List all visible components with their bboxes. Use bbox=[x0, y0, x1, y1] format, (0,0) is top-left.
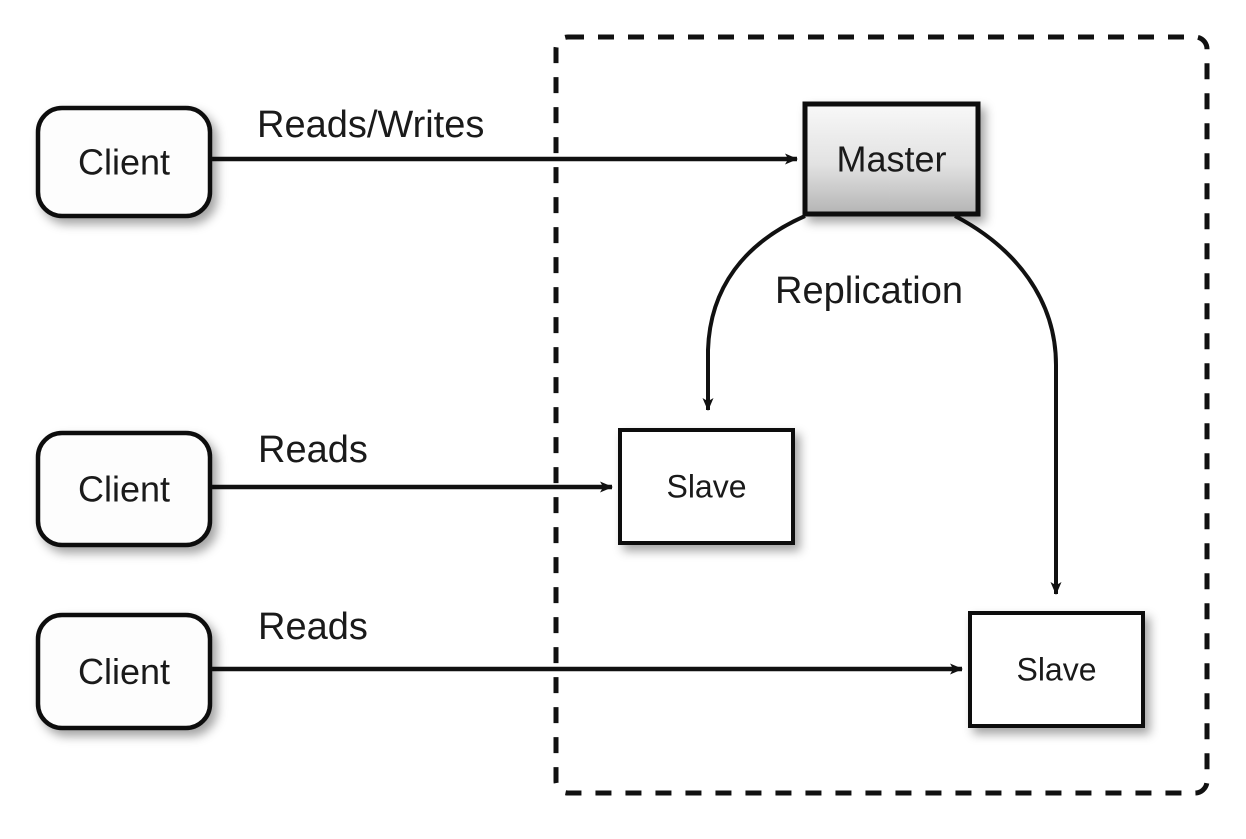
edge-label-edge-client2-slave1: Reads bbox=[258, 429, 368, 471]
edge-label-edge-client3-slave2: Reads bbox=[258, 606, 368, 648]
node-client-3[interactable]: Client bbox=[35, 612, 213, 731]
edge-label-edge-master-slave1: Replication bbox=[775, 270, 963, 312]
client-label: Client bbox=[78, 651, 170, 692]
slave-label: Slave bbox=[666, 469, 746, 505]
client-box[interactable] bbox=[35, 612, 213, 731]
client-label: Client bbox=[78, 469, 170, 510]
edge-master-to-slave-2 bbox=[954, 214, 1062, 595]
edge-master-to-slave-1 bbox=[702, 214, 806, 411]
cluster-boundary-rect bbox=[553, 34, 1210, 796]
slave-box[interactable] bbox=[968, 611, 1145, 728]
node-slave-2[interactable]: Slave bbox=[968, 611, 1145, 728]
edge-label-edge-client1-master: Reads/Writes bbox=[257, 104, 484, 146]
slave-box[interactable] bbox=[618, 428, 795, 545]
node-slave-1[interactable]: Slave bbox=[618, 428, 795, 545]
master-label: Master bbox=[836, 139, 946, 180]
node-master[interactable]: Master bbox=[802, 101, 981, 217]
slave-label: Slave bbox=[1016, 652, 1096, 688]
node-client-1[interactable]: Client bbox=[35, 105, 213, 219]
client-label: Client bbox=[78, 142, 170, 183]
client-box[interactable] bbox=[35, 105, 213, 219]
edge-line bbox=[954, 214, 1062, 595]
master-box[interactable] bbox=[802, 101, 981, 217]
replication-cluster-boundary bbox=[553, 34, 1210, 796]
node-client-2[interactable]: Client bbox=[35, 430, 213, 548]
client-box[interactable] bbox=[35, 430, 213, 548]
edges-layer bbox=[210, 153, 1062, 675]
edge-line bbox=[702, 214, 806, 411]
